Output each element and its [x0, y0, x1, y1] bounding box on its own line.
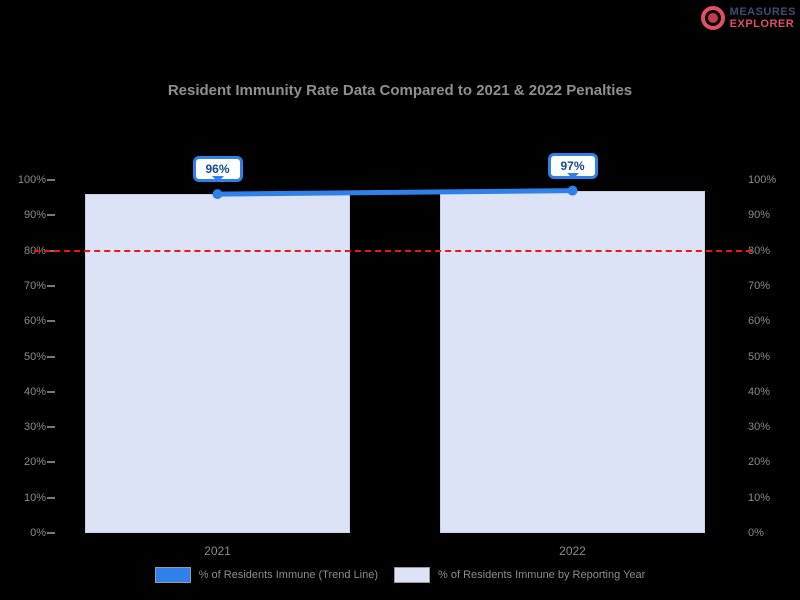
bar-2021: [85, 194, 350, 533]
brand-logo-icon: [700, 6, 725, 30]
brand-logo[interactable]: MEASURES EXPLORER: [700, 6, 796, 30]
y-tick-label: 60%: [748, 315, 771, 328]
x-axis-label-2022: 2022: [559, 544, 586, 558]
brand-logo-line1: MEASURES: [729, 6, 796, 18]
y-tick-mark: [47, 179, 55, 181]
y-tick-mark: [47, 355, 55, 358]
point-label-badge-2022: 97%: [547, 152, 598, 179]
y-tick-label: 50%: [748, 350, 771, 363]
legend-label-line-series: % of Residents Immune (Trend Line): [198, 569, 379, 581]
y-tick-mark: [47, 532, 55, 534]
y-tick-label: 30%: [748, 421, 771, 434]
y-tick-label: 90%: [748, 209, 771, 222]
y-tick-label: 100%: [17, 174, 46, 186]
bar-2022: [440, 190, 705, 533]
y-tick-mark: [47, 390, 55, 393]
chart-title: Resident Immunity Rate Data Compared to …: [167, 82, 633, 99]
y-tick-mark: [47, 496, 55, 499]
chart-legend: % of Residents Immune (Trend Line) % of …: [0, 567, 800, 583]
legend-swatch-line-icon: [154, 567, 191, 583]
legend-label-bar-series: % of Residents Immune by Reporting Year: [438, 569, 646, 581]
y-tick-label: 30%: [23, 421, 46, 434]
y-tick-mark: [47, 426, 55, 429]
y-tick-mark: [47, 461, 55, 464]
y-tick-label: 70%: [748, 279, 771, 292]
y-tick-label: 60%: [23, 315, 46, 328]
legend-swatch-bar-icon: [394, 567, 431, 583]
legend-item-bar-series[interactable]: % of Residents Immune by Reporting Year: [394, 567, 645, 583]
reference-threshold-line: [34, 249, 752, 252]
legend-item-line-series[interactable]: % of Residents Immune (Trend Line): [154, 567, 379, 583]
y-tick-label: 10%: [748, 491, 771, 504]
y-tick-label: 0%: [30, 527, 46, 539]
y-tick-mark: [47, 284, 55, 287]
y-tick-label: 50%: [23, 350, 46, 363]
y-tick-label: 80%: [748, 244, 771, 257]
y-axis-right: 100% 90% 80% 70% 60% 50% 40% 30% 20% 10% 0%: [748, 0, 798, 600]
y-tick-label: 20%: [23, 456, 46, 469]
y-tick-label: 20%: [748, 456, 771, 469]
y-tick-label: 100%: [748, 174, 777, 186]
y-tick-label: 40%: [748, 385, 771, 398]
y-tick-label: 70%: [23, 279, 46, 292]
y-tick-mark: [47, 214, 55, 217]
y-axis-left: 100%90%80%70%60%50%40%30%20%10%0%: [2, 0, 46, 600]
y-tick-label: 10%: [23, 491, 46, 504]
y-tick-mark: [47, 320, 55, 323]
y-tick-label: 40%: [23, 385, 46, 398]
brand-logo-line2: EXPLORER: [729, 18, 795, 30]
y-tick-label: 90%: [23, 209, 46, 222]
point-label-badge-2021: 96%: [192, 156, 243, 183]
y-tick-label: 0%: [748, 527, 764, 539]
x-axis-label-2021: 2021: [204, 544, 231, 558]
